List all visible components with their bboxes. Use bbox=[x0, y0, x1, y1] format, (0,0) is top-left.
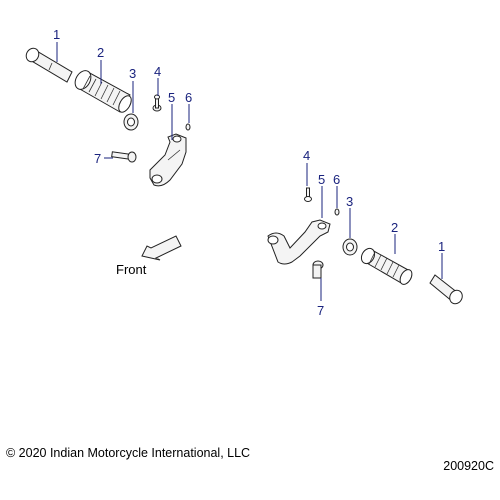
front-direction-arrow: Front bbox=[116, 235, 182, 277]
right-part-footpeg-rubber bbox=[360, 247, 413, 285]
right-part-bolt bbox=[312, 260, 324, 279]
right-part-washer bbox=[342, 238, 358, 256]
right-callout-7: 7 bbox=[317, 303, 324, 318]
left-callout-7: 7 bbox=[94, 151, 101, 166]
right-part-lever-arm bbox=[267, 219, 331, 265]
left-callout-6: 6 bbox=[185, 90, 192, 105]
left-callout-1: 1 bbox=[53, 27, 60, 42]
right-part-screw bbox=[304, 187, 312, 202]
right-part-small-pin bbox=[334, 208, 340, 216]
left-assembly: 1 2 3 4 5 6 7 bbox=[25, 27, 192, 187]
front-label: Front bbox=[116, 262, 147, 277]
left-part-screw bbox=[152, 94, 162, 112]
right-callout-4: 4 bbox=[303, 148, 310, 163]
right-callout-6: 6 bbox=[333, 172, 340, 187]
left-part-bolt bbox=[111, 151, 137, 163]
left-callout-3: 3 bbox=[129, 66, 136, 81]
left-part-pin bbox=[25, 47, 73, 83]
right-assembly: 4 5 6 3 2 1 7 bbox=[267, 148, 463, 318]
right-callout-1: 1 bbox=[438, 239, 445, 254]
right-callout-2: 2 bbox=[391, 220, 398, 235]
left-callout-4: 4 bbox=[154, 64, 161, 79]
left-part-lever-arm bbox=[149, 133, 187, 187]
left-callout-5: 5 bbox=[168, 90, 175, 105]
right-part-pin bbox=[429, 274, 463, 305]
diagram-id: 200920C bbox=[443, 459, 494, 473]
left-part-small-pin bbox=[185, 123, 191, 131]
left-callout-2: 2 bbox=[97, 45, 104, 60]
left-part-washer bbox=[123, 113, 139, 131]
copyright-notice: © 2020 Indian Motorcycle International, … bbox=[6, 446, 251, 460]
right-callout-3: 3 bbox=[346, 194, 353, 209]
left-part-footpeg-rubber bbox=[74, 70, 132, 113]
right-callout-5: 5 bbox=[318, 172, 325, 187]
